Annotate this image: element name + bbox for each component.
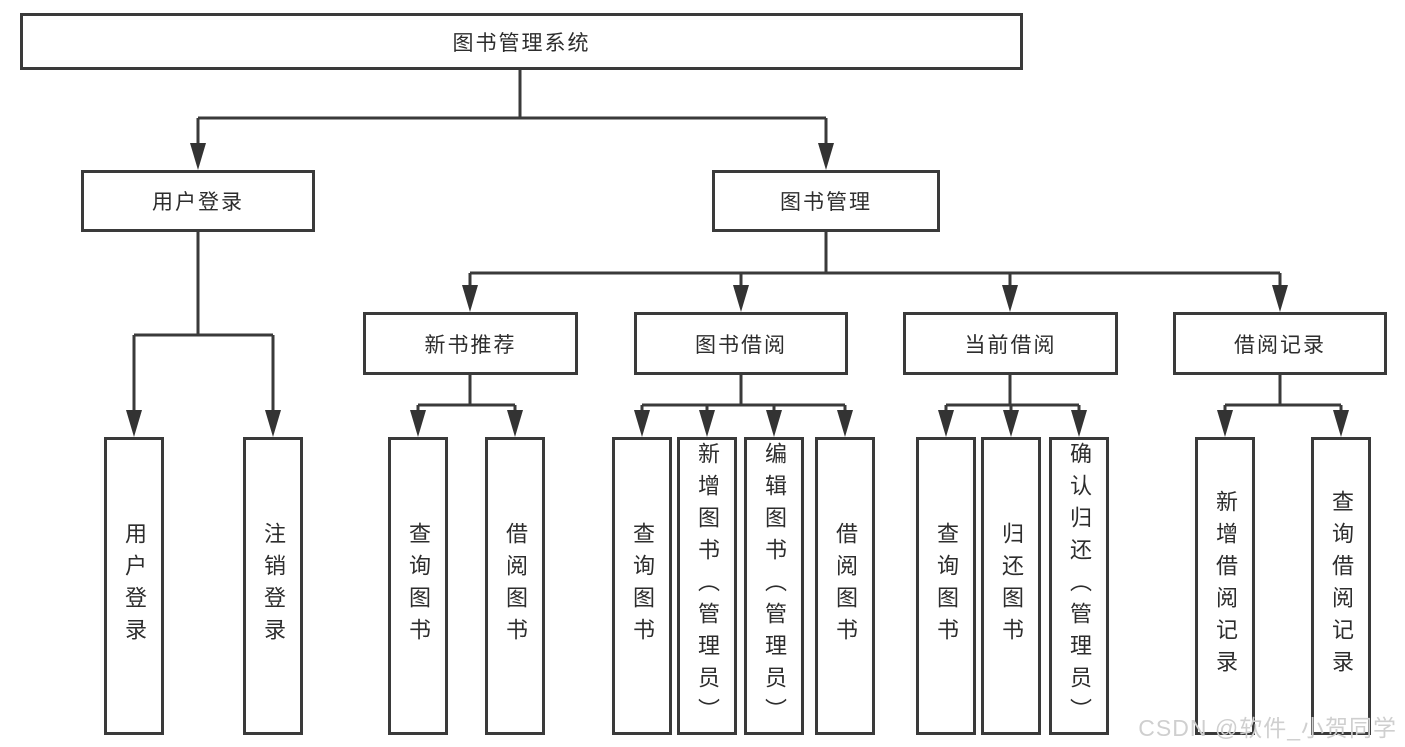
node-label: 借阅图书	[833, 522, 858, 650]
node-user-login: 用户登录	[81, 170, 315, 232]
node-label: 编辑图书（管理员）	[762, 442, 787, 730]
node-label: 新增图书（管理员）	[695, 442, 720, 730]
node-label: 查询借阅记录	[1329, 490, 1354, 682]
node-label: 用户登录	[122, 522, 147, 650]
leaf-node-query-books: 查询图书	[388, 437, 448, 735]
node-label: 查询图书	[630, 522, 655, 650]
node-label: 图书管理系统	[452, 31, 591, 55]
arrow-down-icon	[126, 410, 142, 437]
leaf-node-add-borrow-record: 新增借阅记录	[1195, 437, 1255, 735]
arrow-down-icon	[1002, 285, 1018, 312]
node-label: 当前借阅	[964, 333, 1057, 357]
node-label: 新增借阅记录	[1213, 490, 1238, 682]
arrow-down-icon	[410, 410, 426, 437]
node-label: 借阅图书	[503, 522, 528, 650]
node-label: 查询图书	[406, 522, 431, 650]
arrow-down-icon	[634, 410, 650, 437]
node-label: 图书管理	[780, 191, 872, 214]
arrow-down-icon	[733, 285, 749, 312]
node-label: 确认归还（管理员）	[1067, 442, 1092, 730]
arrow-down-icon	[1217, 410, 1233, 437]
arrow-down-icon	[837, 410, 853, 437]
node-book-management: 图书管理	[712, 170, 940, 232]
arrow-down-icon	[265, 410, 281, 437]
leaf-node-edit-books-admin: 编辑图书（管理员）	[744, 437, 804, 735]
arrow-down-icon	[699, 410, 715, 437]
arrow-down-icon	[766, 410, 782, 437]
node-label: 用户登录	[152, 191, 244, 214]
leaf-node-borrow-books: 借阅图书	[815, 437, 875, 735]
node-new-book-recommendation: 新书推荐	[363, 312, 578, 375]
leaf-node-user-login: 用户登录	[104, 437, 164, 735]
node-borrowing-records: 借阅记录	[1173, 312, 1387, 375]
node-label: 归还图书	[999, 522, 1024, 650]
tree-connector-path	[132, 70, 1343, 412]
leaf-node-query-books: 查询图书	[916, 437, 976, 735]
node-book-borrowing: 图书借阅	[634, 312, 848, 375]
arrow-down-icon	[818, 143, 834, 170]
arrow-down-icon	[1272, 285, 1288, 312]
node-library-management-system: 图书管理系统	[20, 13, 1023, 70]
node-label: 新书推荐	[424, 333, 517, 357]
leaf-node-confirm-return-admin: 确认归还（管理员）	[1049, 437, 1109, 735]
leaf-node-query-borrow-record: 查询借阅记录	[1311, 437, 1371, 735]
arrow-down-icon	[462, 285, 478, 312]
arrow-down-icon	[190, 143, 206, 170]
leaf-node-logout: 注销登录	[243, 437, 303, 735]
arrow-down-icon	[507, 410, 523, 437]
leaf-node-add-books-admin: 新增图书（管理员）	[677, 437, 737, 735]
leaf-node-query-books: 查询图书	[612, 437, 672, 735]
arrow-down-icon	[1003, 410, 1019, 437]
node-label: 图书借阅	[695, 333, 787, 357]
node-label: 查询图书	[934, 522, 959, 650]
leaf-node-return-books: 归还图书	[981, 437, 1041, 735]
node-label: 借阅记录	[1234, 333, 1326, 357]
arrow-down-icon	[1071, 410, 1087, 437]
leaf-node-borrow-books: 借阅图书	[485, 437, 545, 735]
csdn-watermark: CSDN @软件_小贺同学	[1138, 715, 1397, 741]
arrow-down-icon	[1333, 410, 1349, 437]
node-current-borrowing: 当前借阅	[903, 312, 1118, 375]
arrow-down-icon	[938, 410, 954, 437]
node-label: 注销登录	[261, 522, 286, 650]
